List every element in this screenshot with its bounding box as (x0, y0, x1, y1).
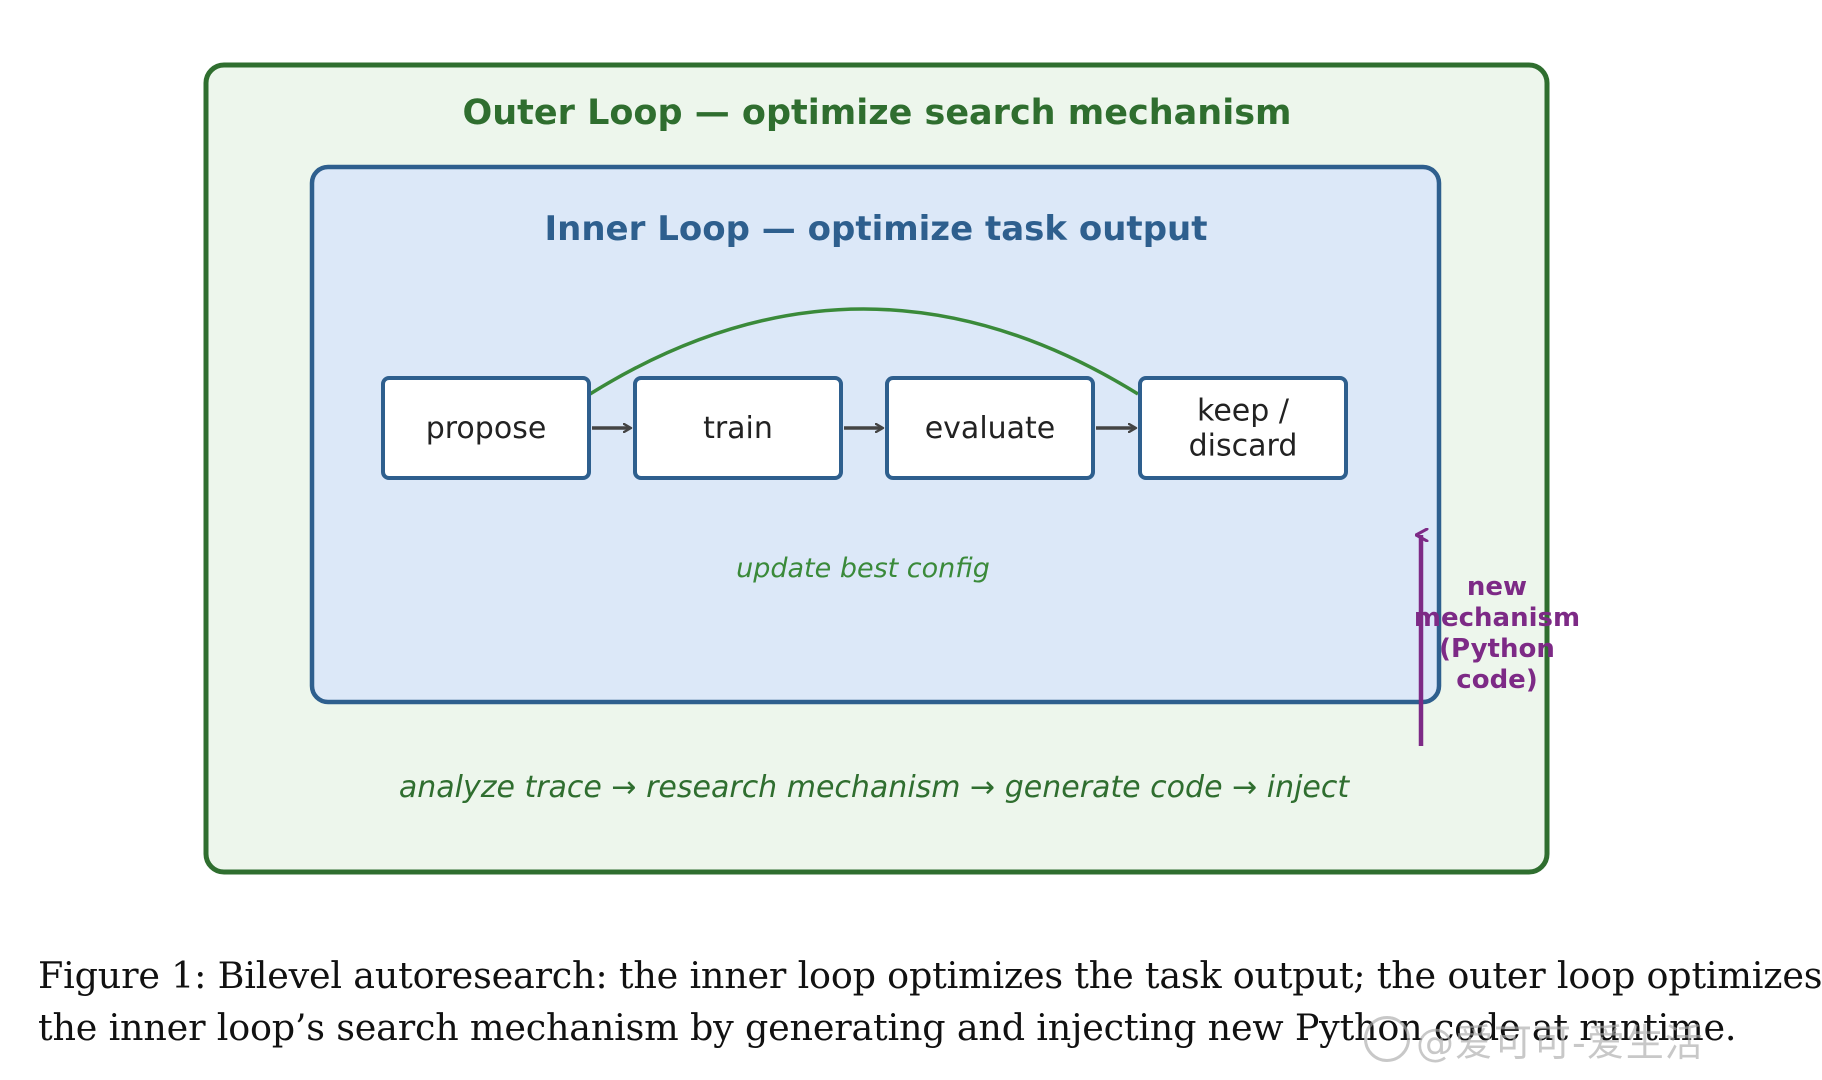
process-box-label: evaluate (925, 411, 1056, 446)
process-box-label: discard (1189, 429, 1298, 464)
process-box-label: train (703, 411, 773, 446)
watermark-text: @爱可可-爱生活 (1416, 1021, 1704, 1065)
outer-loop-step: research mechanism (646, 770, 960, 805)
outer-loop-title: Outer Loop — optimize search mechanism (463, 93, 1292, 133)
inner-process-steps: propose train evaluate keep /discard (381, 376, 1348, 480)
watermark: @爱可可-爱生活 (1364, 1012, 1704, 1067)
process-box-label: propose (426, 411, 547, 446)
bilevel-diagram: Outer Loop — optimize search mechanism I… (203, 62, 1580, 875)
injection-label-line: mechanism (1414, 603, 1580, 633)
weibo-logo-icon (1364, 1016, 1410, 1062)
process-box-label: keep / (1197, 394, 1290, 429)
outer-loop-step-chain: analyze trace → research mechanism → gen… (399, 770, 1351, 805)
outer-loop-step: generate code (1005, 770, 1223, 805)
caption-line-1: Figure 1: Bilevel autoresearch: the inne… (38, 954, 1822, 997)
caption-line-2: the inner loop’s search mechanism by gen… (38, 1006, 1737, 1049)
feedback-arc (589, 307, 1139, 396)
inner-loop-box (309, 164, 1442, 705)
injection-label-line: new (1467, 572, 1527, 602)
outer-loop-step: analyze trace (399, 770, 602, 805)
inner-loop-title: Inner Loop — optimize task output (545, 209, 1208, 249)
process-box (885, 376, 1095, 480)
outer-loop-step-arrow: → (602, 770, 646, 805)
injection-label-line: code) (1456, 665, 1537, 695)
figure-caption: Figure 1: Bilevel autoresearch: the inne… (38, 950, 1822, 1054)
outer-loop-step: inject (1267, 770, 1351, 805)
process-box (381, 376, 591, 480)
outer-loop-step-arrow: → (1223, 770, 1267, 805)
feedback-label: update best config (736, 553, 990, 584)
outer-loop-step-arrow: → (961, 770, 1005, 805)
process-box (1138, 376, 1348, 480)
outer-loop-steps: analyze trace → research mechanism → gen… (399, 770, 1351, 805)
process-box (633, 376, 843, 480)
injection-label-line: (Python (1439, 634, 1555, 664)
